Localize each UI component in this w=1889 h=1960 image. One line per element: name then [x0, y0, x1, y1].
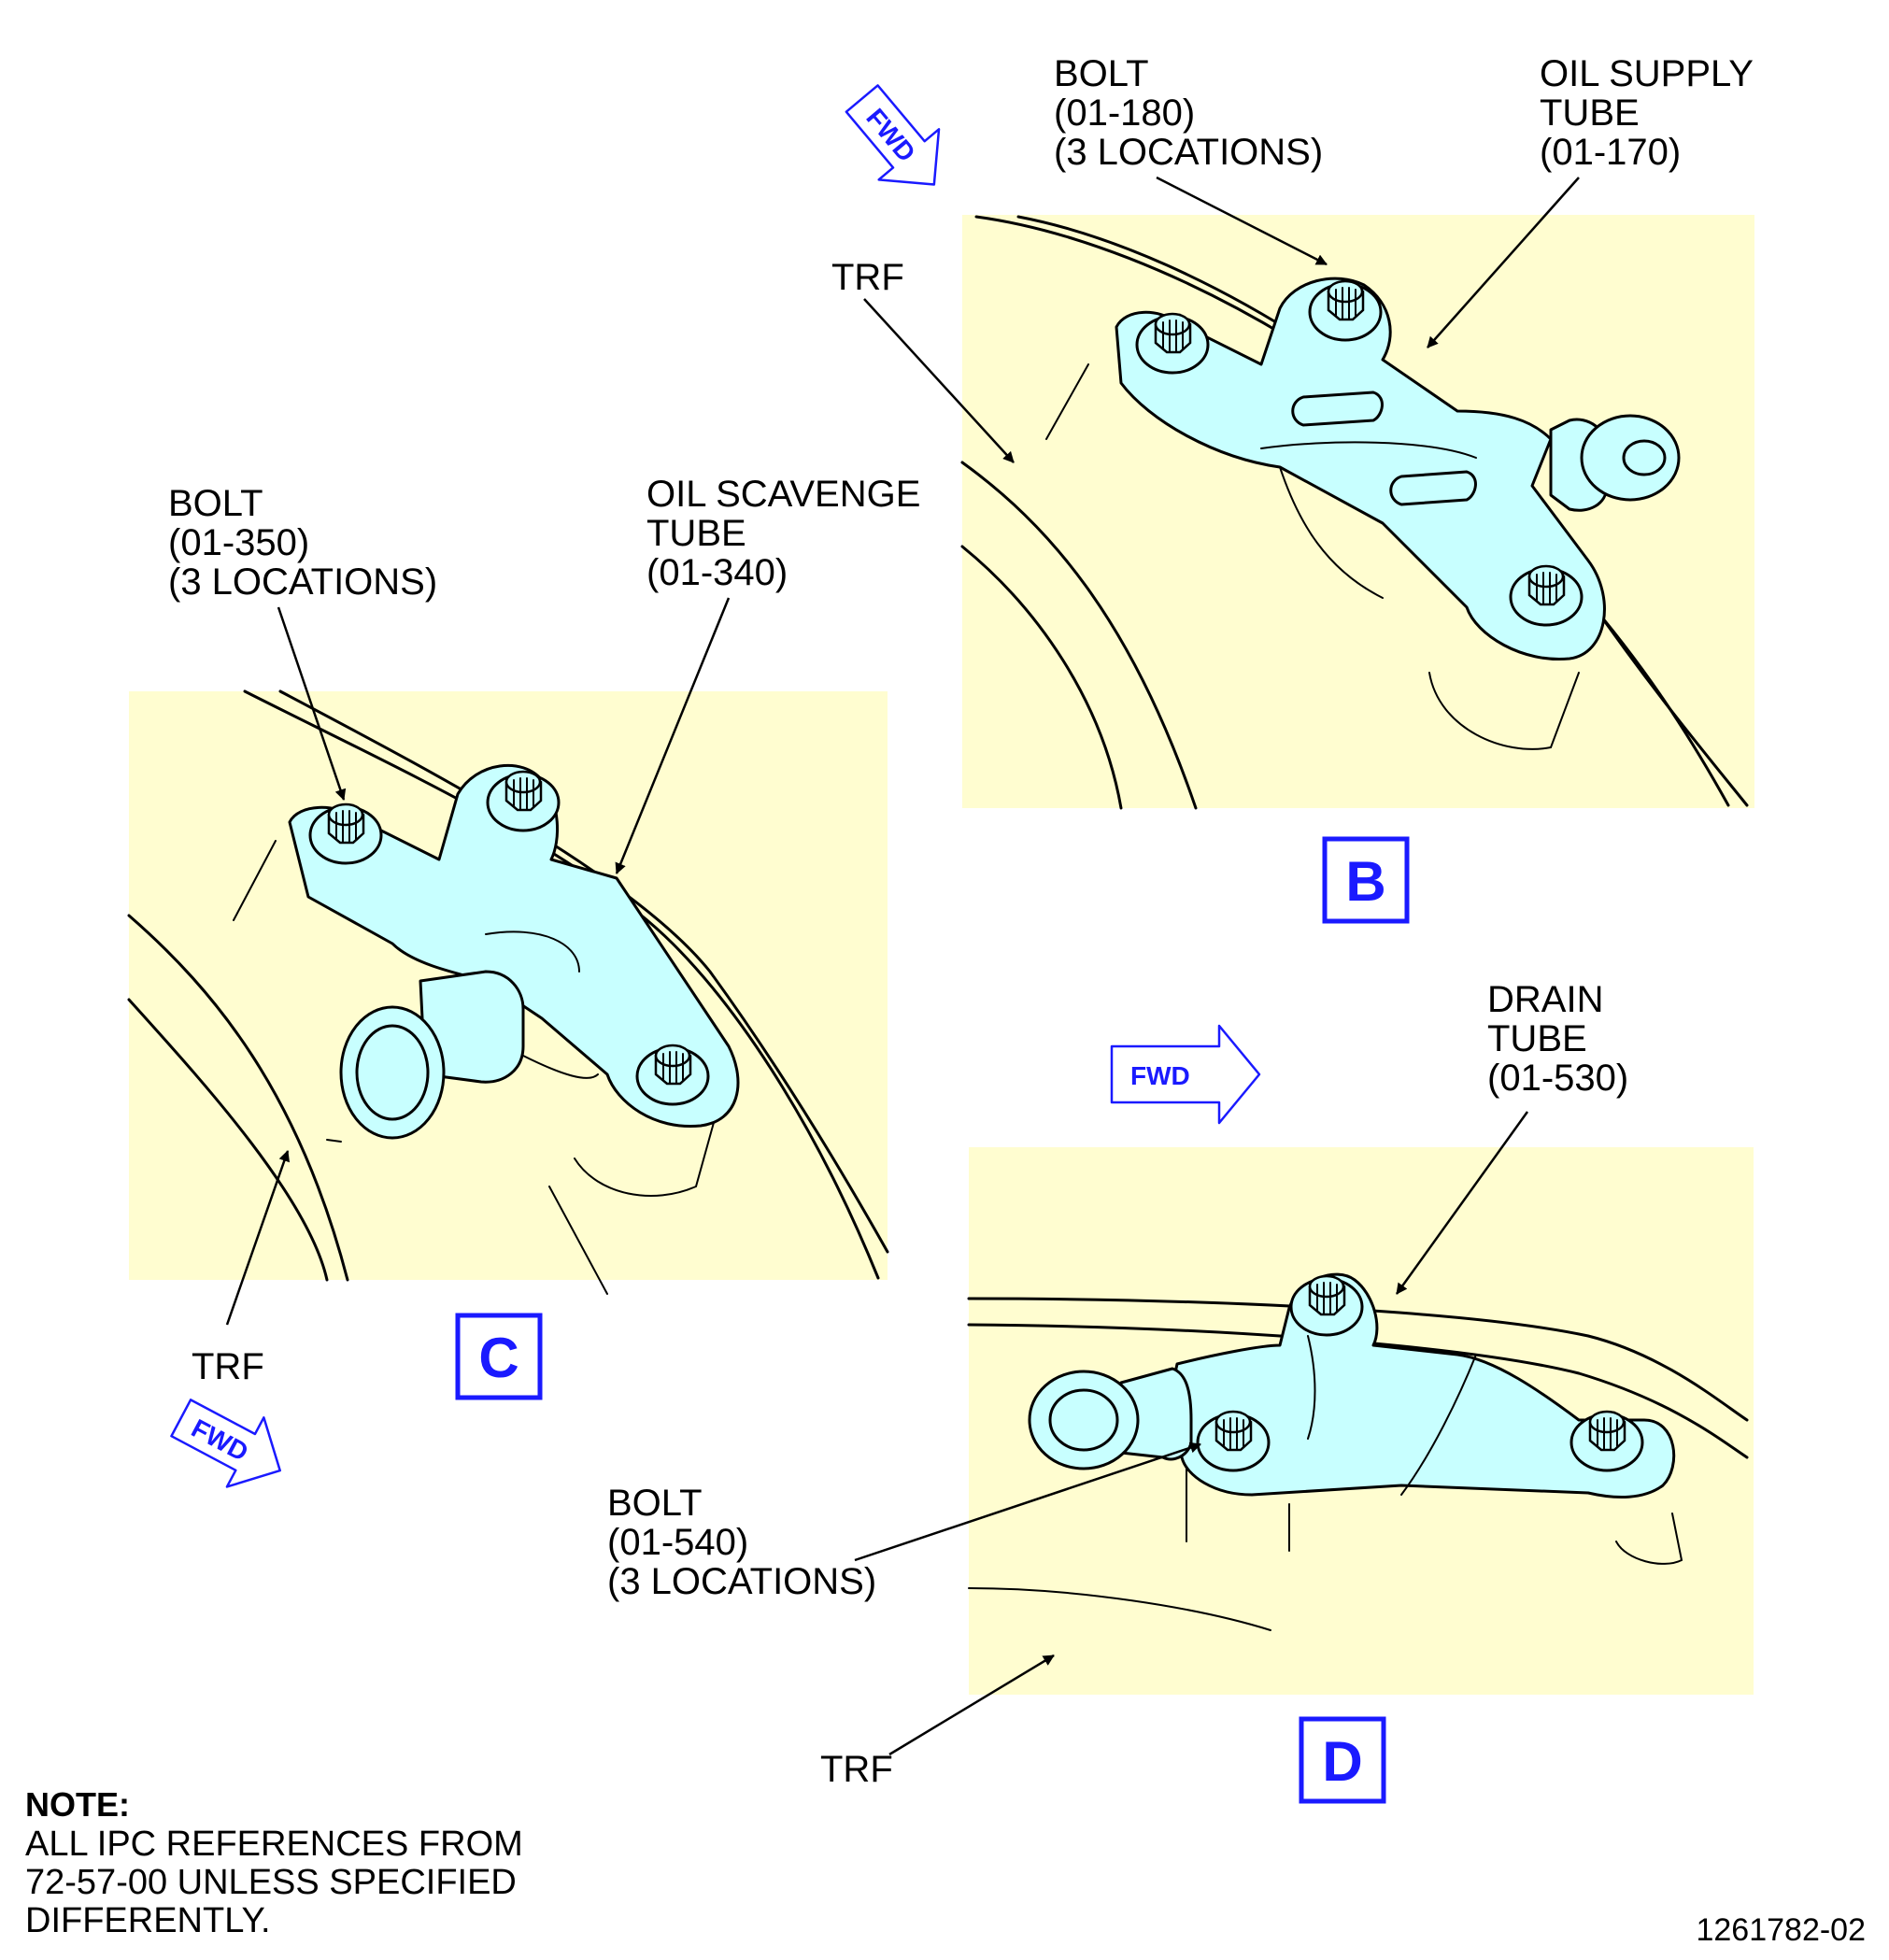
- view-c-oil-scavenge-tube: [288, 763, 740, 1140]
- view-b-tube-label-3: (01-170): [1540, 132, 1681, 173]
- view-d-tube-callout: DRAIN TUBE (01-530): [1395, 979, 1628, 1295]
- view-d-bolt-label-1: BOLT: [607, 1483, 703, 1524]
- view-b-letter: B: [1345, 850, 1385, 913]
- view-d-fwd-label: FWD: [1130, 1061, 1190, 1090]
- view-b-oil-supply-tube: [1115, 277, 1681, 661]
- view-d: DRAIN TUBE (01-530) BOLT (01-540) (3 LOC…: [607, 979, 1754, 1804]
- view-d-trf-callout: TRF: [820, 1654, 1055, 1790]
- view-d-drain-tube: [1028, 1272, 1676, 1499]
- view-b-tube-label-1: OIL SUPPLY: [1540, 53, 1754, 94]
- view-c-tube-label-3: (01-340): [646, 552, 788, 593]
- view-d-tube-label-2: TUBE: [1487, 1018, 1587, 1059]
- view-d-bolt-label-2: (01-540): [607, 1522, 748, 1563]
- note-line-3: DIFFERENTLY.: [25, 1901, 271, 1940]
- note-block: NOTE: ALL IPC REFERENCES FROM 72-57-00 U…: [25, 1785, 523, 1940]
- view-b-bolt-callout: BOLT (01-180) (3 LOCATIONS): [1054, 53, 1328, 266]
- view-c-bolt-callout: BOLT (01-350) (3 LOCATIONS): [168, 483, 437, 801]
- view-b-bolt-label-1: BOLT: [1054, 53, 1149, 94]
- view-d-fwd-arrow: FWD: [1110, 1024, 1261, 1125]
- view-d-bolt-callout: BOLT (01-540) (3 LOCATIONS): [607, 1442, 1201, 1602]
- view-c-fwd-arrow: FWD: [170, 1399, 281, 1488]
- view-d-bolt-label-3: (3 LOCATIONS): [607, 1561, 876, 1602]
- view-c-letter-box: C: [455, 1313, 543, 1400]
- view-d-trf-label: TRF: [820, 1749, 893, 1790]
- note-line-1: ALL IPC REFERENCES FROM: [25, 1825, 523, 1864]
- view-c-letter: C: [478, 1327, 518, 1389]
- view-d-tube-label-3: (01-530): [1487, 1058, 1628, 1099]
- view-c-trf-callout: TRF: [192, 1150, 291, 1387]
- view-b-bolt-label-3: (3 LOCATIONS): [1054, 132, 1323, 173]
- view-d-letter-box: D: [1299, 1716, 1386, 1804]
- view-c-trf-label: TRF: [192, 1346, 264, 1387]
- view-d-tube-label-1: DRAIN: [1487, 979, 1603, 1020]
- view-c: BOLT (01-350) (3 LOCATIONS) OIL SCAVENGE…: [127, 474, 920, 1488]
- view-c-tube-label-1: OIL SCAVENGE: [646, 474, 920, 515]
- figure-number: 1261782-02: [1696, 1912, 1866, 1948]
- view-b-bolt-label-2: (01-180): [1054, 92, 1195, 134]
- view-b-trf-label: TRF: [831, 257, 904, 298]
- view-c-bolt-label-2: (01-350): [168, 522, 309, 563]
- view-d-structure-lines: [967, 1297, 1749, 1631]
- view-c-bolt-label-1: BOLT: [168, 483, 263, 524]
- note-line-2: 72-57-00 UNLESS SPECIFIED: [25, 1863, 517, 1902]
- view-b-letter-box: B: [1322, 836, 1410, 924]
- view-b-tube-label-2: TUBE: [1540, 92, 1640, 134]
- view-b-fwd-arrow: FWD: [845, 84, 941, 186]
- view-b-trf-callout: TRF: [831, 257, 1015, 463]
- view-b-tube-callout: OIL SUPPLY TUBE (01-170): [1427, 53, 1754, 348]
- view-b: BOLT (01-180) (3 LOCATIONS) OIL SUPPLY T…: [831, 53, 1754, 924]
- view-c-tube-callout: OIL SCAVENGE TUBE (01-340): [615, 474, 920, 874]
- view-c-tube-label-2: TUBE: [646, 513, 746, 554]
- view-d-letter: D: [1322, 1730, 1362, 1793]
- view-c-bolt-label-3: (3 LOCATIONS): [168, 561, 437, 603]
- note-title: NOTE:: [25, 1785, 130, 1824]
- view-c-structure-lines: [127, 689, 889, 1295]
